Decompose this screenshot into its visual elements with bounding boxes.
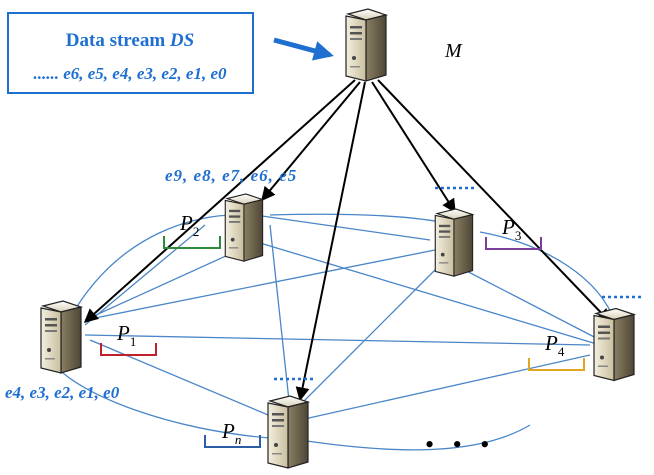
p1-element-list: e4, e3, e2, e1, e0 [5,383,120,402]
partition-p1: P1 [100,321,157,356]
dotted-continuation-marks [274,186,642,381]
data-stream-box: Data stream DS ...... e6, e5, e4, e3, e2… [7,12,254,94]
server-pn-icon [267,395,309,469]
master-distribution-arrows [83,79,611,402]
partition-p3: P3 [485,215,542,250]
more-nodes-ellipsis: • • • [425,430,495,459]
partition-pn: Pn [204,419,261,448]
server-p3-icon [434,208,474,277]
data-stream-title: Data stream DS [66,30,194,51]
data-stream-sequence: ...... e6, e5, e4, e3, e2, e1, e0 [33,64,227,83]
p2-element-list: e9, e8, e7, e6, e5 [165,166,297,185]
svg-text:P4: P4 [544,331,565,359]
server-p4-icon [593,307,635,382]
partition-p2: P2 [163,211,221,249]
svg-text:P3: P3 [501,215,521,243]
stream-input-arrow [273,37,334,61]
server-p2-icon [224,193,264,262]
svg-text:P2: P2 [179,211,199,239]
svg-text:P1: P1 [116,321,136,349]
master-server-icon [345,8,387,82]
master-label: M [444,40,463,62]
partition-p4: P4 [528,331,585,371]
server-p1-icon [40,300,82,374]
svg-text:Pn: Pn [221,419,241,447]
